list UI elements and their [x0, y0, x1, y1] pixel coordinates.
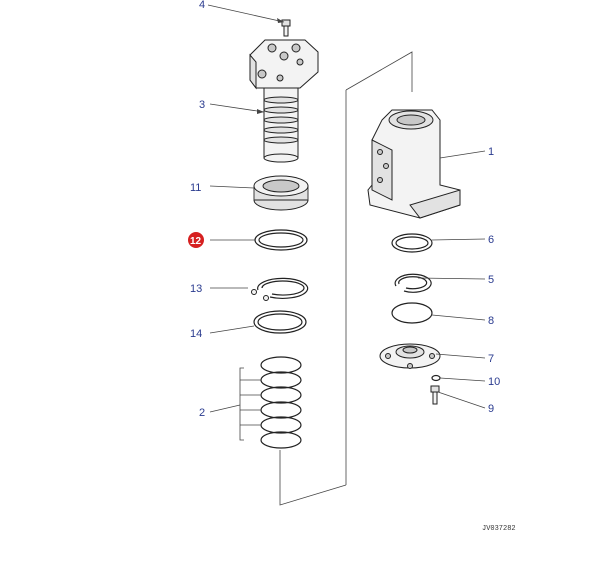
part-2-ring-stack	[260, 356, 302, 449]
callout-8[interactable]: 8	[488, 315, 494, 327]
part-8-o-ring	[391, 302, 433, 324]
assembly-bracket-right	[345, 51, 413, 92]
callout-10[interactable]: 10	[488, 376, 500, 388]
callout-1[interactable]: 1	[488, 146, 494, 158]
callout-2[interactable]: 2	[199, 407, 205, 419]
callout-12[interactable]: 12	[190, 236, 202, 247]
drawing-code: JV037282	[482, 525, 516, 533]
part-10-washer	[431, 374, 441, 382]
part-1-swivel-body	[367, 109, 461, 219]
part-6-ring	[391, 233, 433, 253]
part-7-cover	[379, 343, 441, 369]
callout-12-highlight	[188, 232, 204, 248]
assembly-bracket-left	[279, 450, 347, 506]
callout-9[interactable]: 9	[488, 403, 494, 415]
part-4-bolt	[281, 19, 291, 37]
callout-6[interactable]: 6	[488, 234, 494, 246]
callout-5[interactable]: 5	[488, 274, 494, 286]
part-13-snap-ring	[251, 277, 309, 301]
callout-14[interactable]: 14	[190, 328, 202, 340]
part-11-seal	[253, 175, 309, 211]
callout-7[interactable]: 7	[488, 353, 494, 365]
part-3-swivel-shaft	[249, 39, 319, 163]
callout-13[interactable]: 13	[190, 283, 202, 295]
callout-4[interactable]: 4	[199, 0, 205, 11]
part-5-snap-ring	[394, 273, 432, 293]
bracket-2	[239, 367, 244, 441]
part-9-bolt	[430, 385, 440, 405]
callout-11[interactable]: 11	[190, 182, 201, 194]
part-14-ring	[253, 310, 307, 334]
part-12-ring	[254, 229, 308, 251]
callout-3[interactable]: 3	[199, 99, 205, 111]
